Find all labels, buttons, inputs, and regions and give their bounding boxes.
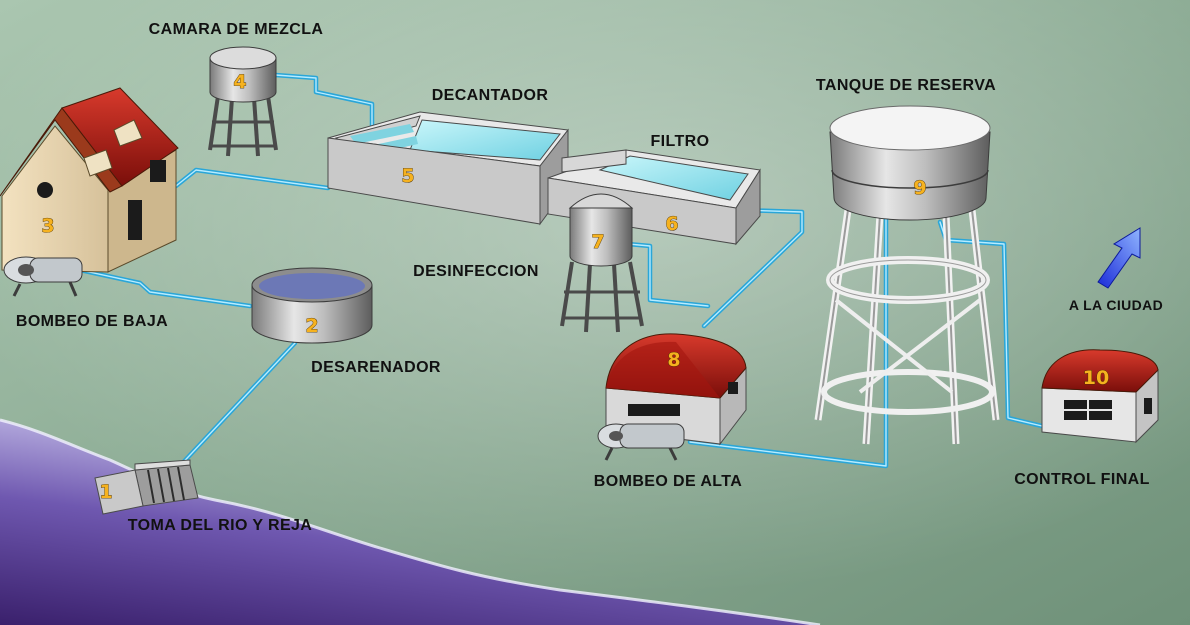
river-intake-grate <box>94 459 199 515</box>
step-number-3: 3 <box>41 215 54 237</box>
decantador-basin <box>327 111 569 226</box>
label-tanque-de-reserva: TANQUE DE RESERVA <box>816 77 996 94</box>
label-desinfeccion: DESINFECCION <box>413 263 539 280</box>
desinfeccion-tower <box>560 193 644 333</box>
step-number-5: 5 <box>401 165 414 187</box>
label-a-la-ciudad: A LA CIUDAD <box>1069 297 1163 313</box>
step-number-1: 1 <box>99 481 112 503</box>
step-number-6: 6 <box>665 213 678 235</box>
to-city-arrow-icon <box>1097 227 1141 289</box>
label-toma-del-rio: TOMA DEL RIO Y REJA <box>128 517 313 534</box>
label-bombeo-de-baja: BOMBEO DE BAJA <box>16 313 168 330</box>
camara-de-mezcla-tower <box>208 46 278 157</box>
label-decantador: DECANTADOR <box>432 87 549 104</box>
low-lift-pump <box>3 256 83 297</box>
step-number-4: 4 <box>233 71 246 93</box>
label-camara-de-mezcla: CAMARA DE MEZCLA <box>149 21 324 38</box>
high-lift-pump <box>597 423 685 461</box>
label-bombeo-de-alta: BOMBEO DE ALTA <box>594 473 742 490</box>
river <box>0 420 820 625</box>
tanque-de-reserva-tower <box>814 105 1000 445</box>
step-number-2: 2 <box>305 315 318 337</box>
shoreline <box>0 418 821 625</box>
desarenador-tank <box>251 267 373 344</box>
bombeo-de-baja-house <box>0 87 179 273</box>
label-control-final: CONTROL FINAL <box>1014 471 1150 488</box>
step-number-7: 7 <box>591 231 604 253</box>
label-desarenador: DESARENADOR <box>311 359 441 376</box>
control-final-building <box>1041 349 1159 444</box>
step-number-9: 9 <box>913 177 926 199</box>
label-filtro: FILTRO <box>651 133 710 150</box>
step-number-10: 10 <box>1083 367 1109 389</box>
step-number-8: 8 <box>667 349 680 371</box>
